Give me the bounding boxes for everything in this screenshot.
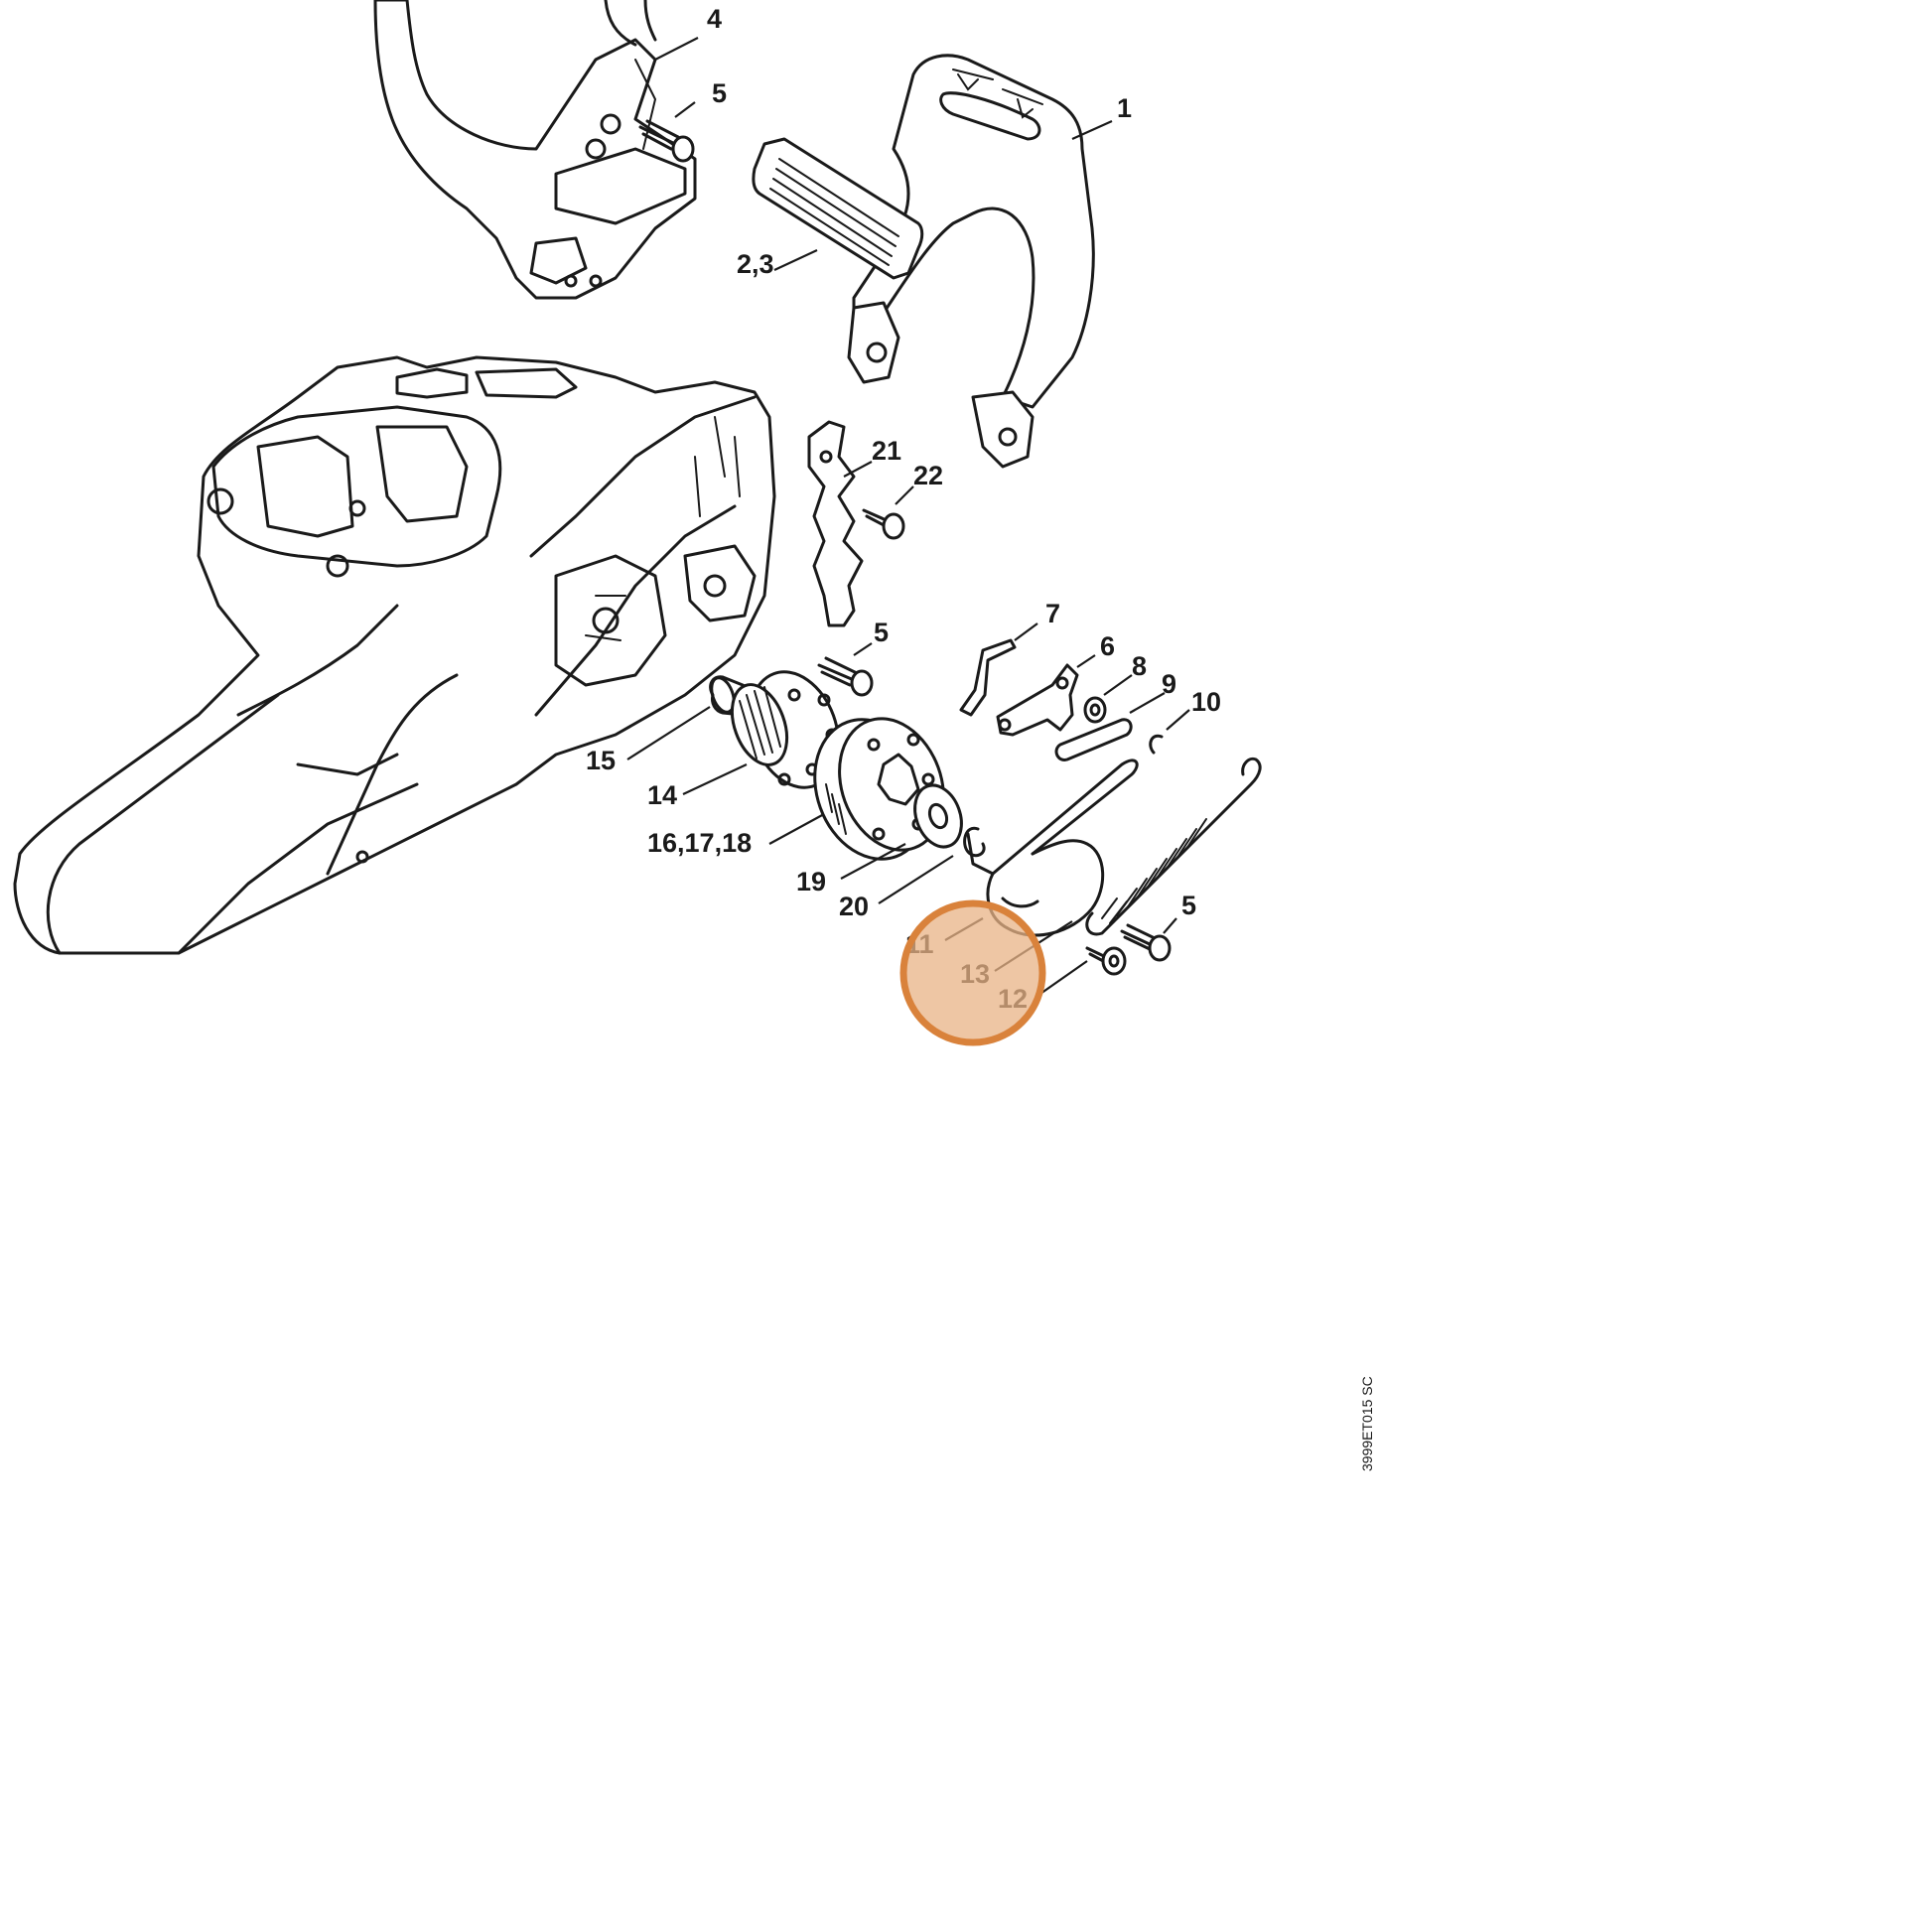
callout-14: 14	[647, 780, 677, 810]
brake-spring	[1085, 757, 1262, 936]
callout-8: 8	[1132, 651, 1147, 681]
hand-guard-drawing	[847, 54, 1095, 469]
callout-21: 21	[872, 436, 901, 466]
screw-5-lower	[1120, 923, 1172, 962]
leader-lines	[626, 37, 1190, 997]
screw-12	[1085, 946, 1127, 976]
engine-housing-drawing	[13, 355, 776, 955]
rear-handle-drawing	[373, 0, 697, 300]
callout-6: 6	[1100, 631, 1115, 661]
callout-5-middle: 5	[874, 618, 889, 647]
drawing-code: 3999ET015 SC	[1359, 1376, 1375, 1471]
screw-22	[862, 508, 905, 540]
callout-22: 22	[913, 461, 943, 490]
callout-15: 15	[586, 746, 616, 775]
grip-plate-drawing	[752, 137, 924, 280]
callout-4: 4	[707, 4, 722, 34]
callout-20: 20	[839, 892, 869, 921]
washer-19	[913, 783, 963, 849]
e-clip-20	[963, 826, 986, 858]
callout-labels: 1 2,3 4 5 21 22 5 7 6 8 9 10 15 14 16,17…	[586, 4, 1221, 1014]
callout-7: 7	[1045, 599, 1060, 628]
screw-5-middle	[817, 656, 874, 697]
screw-5-top	[638, 119, 695, 163]
callout-16-17-18: 16,17,18	[647, 828, 752, 858]
chain-catcher-21	[807, 420, 864, 627]
callout-1: 1	[1117, 93, 1132, 123]
callout-9: 9	[1162, 669, 1176, 699]
highlight-ring	[899, 899, 1046, 1046]
callout-10: 10	[1191, 687, 1221, 717]
callout-5-top: 5	[712, 78, 727, 108]
callout-5-lower: 5	[1181, 891, 1196, 920]
brake-parts-6-10	[959, 638, 1164, 761]
callout-2-3: 2,3	[737, 249, 774, 279]
callout-19: 19	[796, 867, 826, 897]
